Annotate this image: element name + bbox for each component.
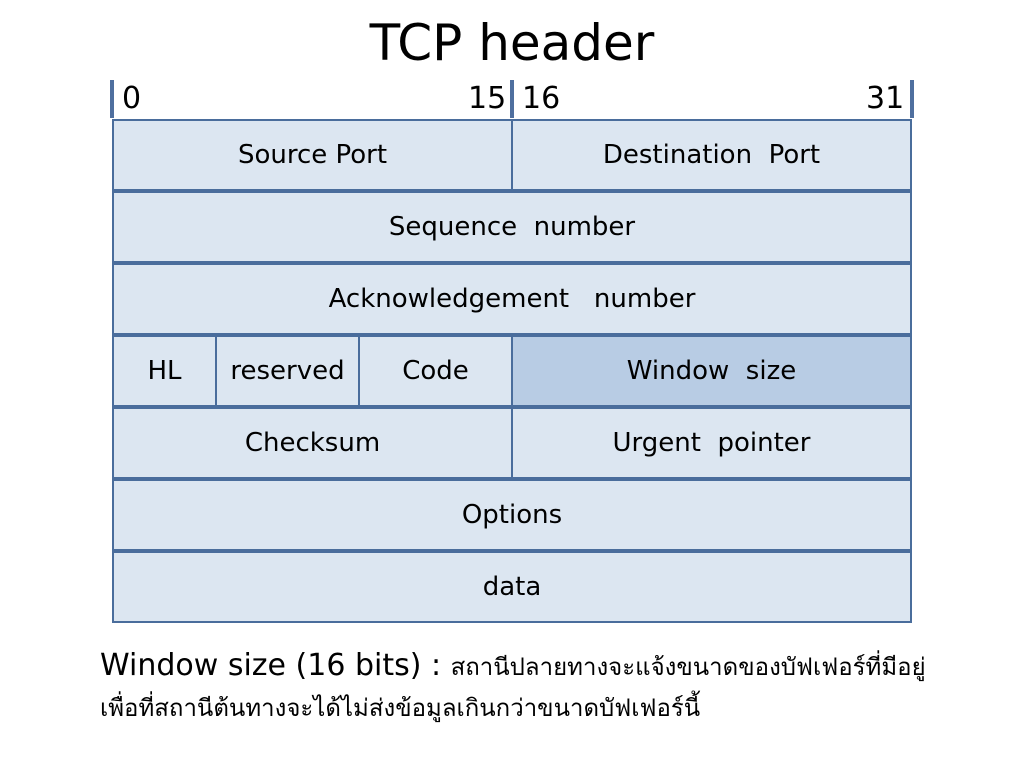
bit-ruler: 0 15 16 31 [0, 80, 1024, 118]
diagram-title: TCP header [369, 14, 655, 72]
field-code: Code [358, 335, 513, 407]
field-urgent-pointer: Urgent pointer [511, 407, 912, 479]
field-sequence-number: Sequence number [112, 191, 912, 263]
field-data: data [112, 551, 912, 623]
header-row-ports: Source Port Destination Port [112, 119, 912, 191]
ruler-tick-right [910, 80, 914, 118]
field-reserved: reserved [215, 335, 360, 407]
field-options: Options [112, 479, 912, 551]
bit-0-label: 0 [122, 81, 142, 116]
bit-16-label: 16 [522, 81, 561, 116]
bit-31-label: 31 [866, 81, 905, 116]
header-row-checksum: Checksum Urgent pointer [112, 407, 912, 479]
field-hl: HL [112, 335, 217, 407]
ruler-tick-middle [510, 80, 514, 118]
ruler-tick-left [110, 80, 114, 118]
field-destination-port: Destination Port [511, 119, 912, 191]
note-lead: Window size (16 bits) : [100, 648, 451, 683]
header-row-data: data [112, 551, 912, 623]
header-row-sequence: Sequence number [112, 191, 912, 263]
field-checksum: Checksum [112, 407, 513, 479]
window-size-note: Window size (16 bits) : สถานีปลายทางจะแจ… [100, 646, 940, 728]
bit-15-label: 15 [468, 81, 507, 116]
field-source-port: Source Port [112, 119, 513, 191]
note-thai-text: สถานีปลายทางจะแจ้งขนาดของบัฟเฟอร์ที่มีอย… [100, 653, 926, 722]
field-window-size: Window size [511, 335, 912, 407]
header-row-control: HL reserved Code Window size [112, 335, 912, 407]
header-row-options: Options [112, 479, 912, 551]
header-row-ack: Acknowledgement number [112, 263, 912, 335]
field-ack-number: Acknowledgement number [112, 263, 912, 335]
